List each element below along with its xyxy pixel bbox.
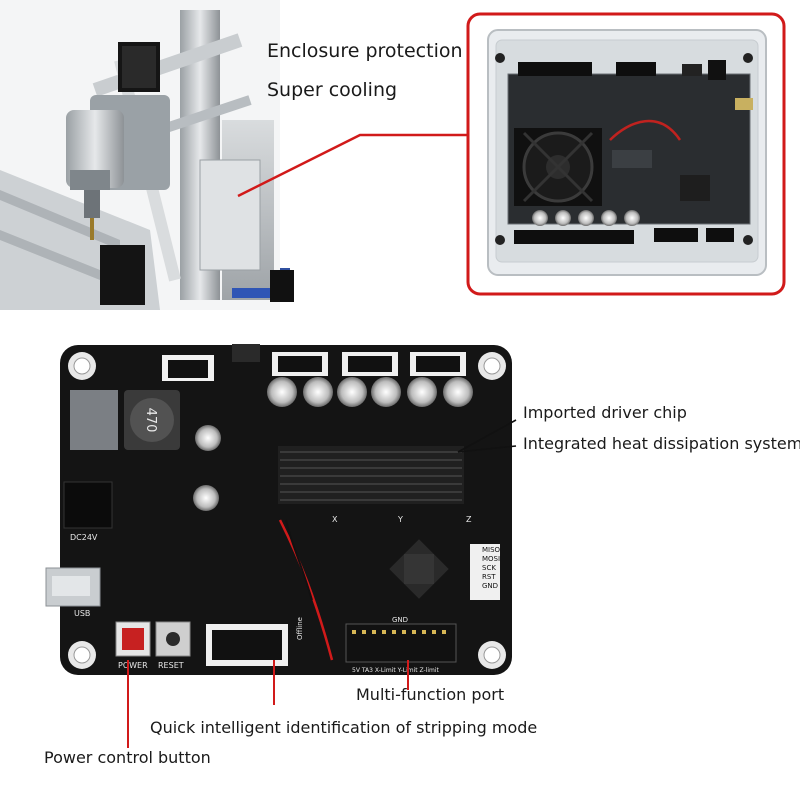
spi-label-mosi: MOSI [482,555,500,563]
heat-pointer [457,445,517,453]
caption-stripping-mode: Quick intelligent identification of stri… [150,718,538,737]
pcb-photo: 470 X Y Z DC24V USB MISO [45,344,512,675]
enclosure-photo [466,12,786,296]
driver-chip-pointer [457,419,517,453]
spi-label-sck: SCK [482,564,496,572]
x-axis-label: X [332,515,338,524]
dc24v-label: DC24V [70,533,98,542]
gnd-label: GND [392,616,408,624]
power-label: POWER [118,661,148,670]
spi-label-miso: MISO [482,546,501,554]
spi-label-gnd: GND [482,582,498,590]
enclosure-pointer-line [237,133,468,198]
z-axis-label: Z [466,515,472,524]
caption-multi-function: Multi-function port [356,685,505,704]
caption-driver-chip: Imported driver chip [523,403,687,422]
limit-label: 5V TA3 X-Limit Y-Limit Z-limit [352,667,440,674]
caption-cooling: Super cooling [267,79,398,101]
inductor-label: 470 [143,408,158,433]
caption-heat-dissipation: Integrated heat dissipation system [523,434,800,453]
caption-power-button: Power control button [44,748,211,767]
cnc-machine-photo [0,0,294,310]
reset-label: RESET [158,661,184,670]
y-axis-label: Y [397,515,403,524]
offline-label: Offline [296,617,304,640]
spi-label-rst: RST [482,573,496,581]
usb-label: USB [74,609,90,618]
caption-enclosure: Enclosure protection [267,40,463,62]
